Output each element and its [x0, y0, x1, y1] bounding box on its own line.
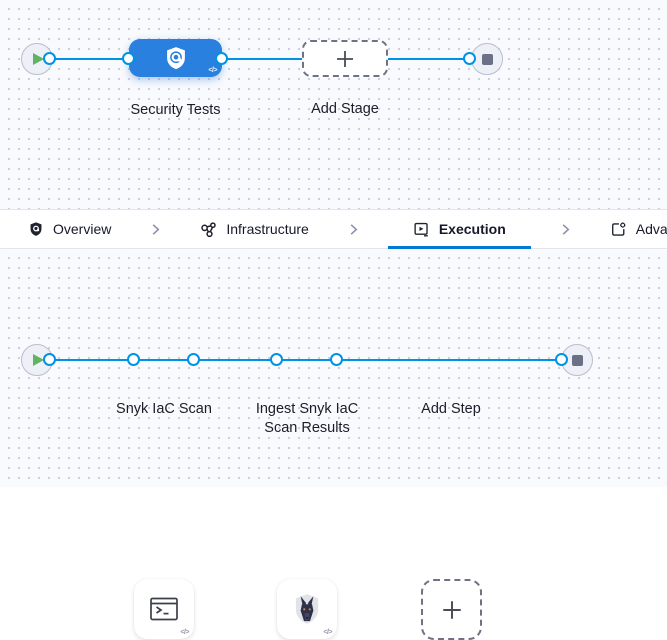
- play-icon: [33, 53, 44, 65]
- terminal-icon: [147, 594, 181, 624]
- add-step-button[interactable]: [421, 579, 482, 640]
- add-stage-button[interactable]: [302, 40, 388, 77]
- stop-icon: [571, 354, 583, 366]
- stage-tab-bar: Overview Infrastructure: [0, 209, 667, 249]
- step-label: Snyk IaC Scan: [116, 401, 212, 417]
- port-step2-out[interactable]: [330, 353, 343, 366]
- tab-label: Advanced: [635, 221, 667, 237]
- active-tab-underline: [387, 246, 531, 249]
- step-canvas: </> </>: [0, 249, 667, 640]
- add-step-label: Add Step: [421, 401, 481, 417]
- stage-label: Security Tests: [130, 102, 221, 118]
- code-icon: </>: [180, 629, 189, 636]
- step-label: Ingest Snyk IaC Scan Results: [255, 401, 359, 436]
- port-end-in[interactable]: [555, 353, 568, 366]
- tab-label: Overview: [53, 221, 112, 237]
- stop-icon: [481, 53, 493, 65]
- port-step2-in[interactable]: [270, 353, 283, 366]
- code-icon: </>: [323, 629, 332, 636]
- port-stage-in[interactable]: [122, 52, 135, 65]
- network-icon: [200, 221, 217, 238]
- tab-overview[interactable]: Overview: [18, 210, 121, 248]
- stage-connector-line: [48, 58, 470, 60]
- port-step1-out[interactable]: [187, 353, 200, 366]
- port-step1-in[interactable]: [127, 353, 140, 366]
- step-node-ingest-snyk-results[interactable]: </>: [277, 579, 337, 639]
- tab-advanced[interactable]: Advanced: [600, 210, 667, 248]
- step-node-snyk-iac-scan[interactable]: </>: [134, 579, 194, 639]
- snyk-dog-icon: [290, 591, 324, 627]
- port-start-out[interactable]: [43, 353, 56, 366]
- code-icon: </>: [208, 67, 217, 74]
- tab-label: Infrastructure: [226, 221, 309, 237]
- shield-gear-icon: [163, 45, 189, 71]
- tab-label: Execution: [438, 221, 506, 237]
- chevron-right-icon: [148, 222, 163, 237]
- pipeline-end-node: [471, 43, 503, 75]
- port-end-in[interactable]: [463, 52, 476, 65]
- chevron-right-icon: [558, 222, 573, 237]
- play-icon: [33, 354, 44, 366]
- play-square-icon: [413, 221, 430, 238]
- tab-execution[interactable]: Execution: [387, 210, 531, 249]
- plus-icon: [334, 48, 356, 70]
- stage-canvas: </> Security Tests Add Stage: [0, 0, 667, 209]
- stage-node-security-tests[interactable]: </>: [129, 39, 222, 77]
- add-stage-label: Add Stage: [311, 101, 379, 117]
- tab-infrastructure[interactable]: Infrastructure: [190, 210, 318, 248]
- plus-icon: [440, 598, 464, 622]
- port-start-out[interactable]: [43, 52, 56, 65]
- port-stage-out[interactable]: [215, 52, 228, 65]
- shield-gear-icon: [28, 221, 44, 237]
- step-connector-line: [48, 359, 562, 361]
- chevron-right-icon: [346, 222, 361, 237]
- box-gear-icon: [610, 221, 627, 238]
